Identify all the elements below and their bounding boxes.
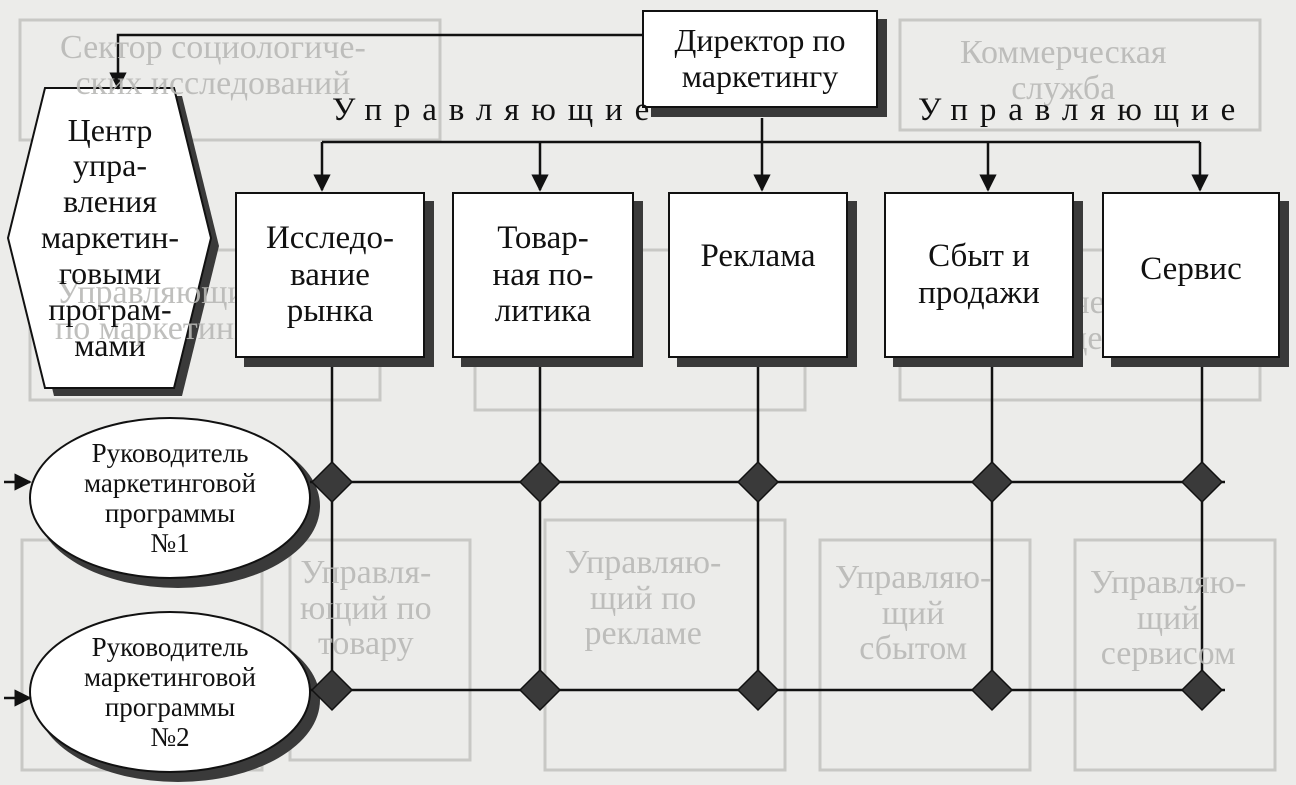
dept-product-label: Товар- ная по- литика [492, 219, 594, 330]
ghost-text-7: Управляю- щий сбытом [835, 559, 992, 668]
connectors [4, 33, 1225, 707]
dept-research-label: Исследо- вание рынка [265, 219, 395, 330]
ghost-text-2: Коммерческая служба [960, 34, 1167, 107]
dept-service: Сервис [1102, 192, 1280, 358]
oval-1 [29, 417, 311, 579]
dept-research: Исследо- вание рынка [235, 192, 425, 358]
center-hexagon-label: Центр упра- вления маркетин- говыми прог… [40, 111, 180, 363]
center-hexagon [6, 87, 213, 389]
dept-advertising-label: Реклама [700, 237, 816, 274]
ghost-text-1: Сектор социологиче- ских исследований [60, 29, 366, 102]
dept-sales-label: Сбыт и продажи [918, 238, 1040, 311]
ghost-text-6: Управляю- щий по рекламе [565, 544, 722, 653]
ghost-text-5: Управля- ющий по товару [300, 554, 432, 663]
dept-advertising: Реклама [668, 192, 848, 358]
manager-2-label: Руководитель маркетинговой программы №2 [84, 631, 256, 753]
diamonds [310, 460, 1224, 712]
managers-label-left: Управляющие [332, 92, 662, 128]
director-label: Директор по маркетингу [674, 22, 846, 94]
dept-product: Товар- ная по- литика [452, 192, 634, 358]
managers-label-right: Управляющие [918, 92, 1248, 128]
manager-1-label: Руководитель маркетинговой программы №1 [84, 437, 256, 559]
dept-service-label: Сервис [1140, 250, 1242, 287]
dept-sales: Сбыт и продажи [884, 192, 1074, 358]
ghost-text-8: Управляю- щий сервисом [1090, 564, 1247, 673]
director-box: Директор по маркетингу [642, 10, 878, 108]
